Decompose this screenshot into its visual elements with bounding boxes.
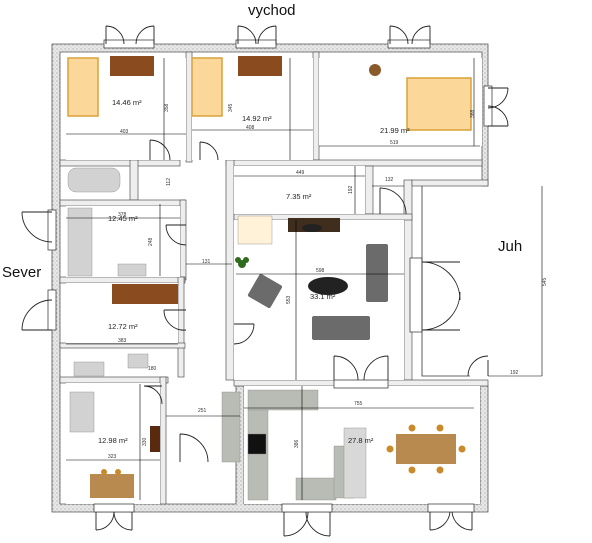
room-area-hall: 7.35 m² xyxy=(286,192,312,201)
room-area-west-room: 12.72 m² xyxy=(108,322,138,331)
dimension-label: 386 xyxy=(294,439,300,448)
dimension-label: 545 xyxy=(542,277,548,286)
room-area-bedroom-1: 14.46 m² xyxy=(112,98,142,107)
dimension-label: 755 xyxy=(354,401,363,407)
room-area-bedroom-2: 14.92 m² xyxy=(242,114,272,123)
dimension-label: 598 xyxy=(316,268,325,274)
bathroom-fixtures xyxy=(67,167,273,433)
dimension-label: 378 xyxy=(118,212,127,218)
dining-chairs xyxy=(101,424,466,475)
dimension-label: 383 xyxy=(118,338,127,344)
dimension-label: 131 xyxy=(202,259,211,265)
room-area-living-room: 33.1 m² xyxy=(310,292,336,301)
dimension-label: 323 xyxy=(108,454,117,460)
dimension-label: 192 xyxy=(510,370,519,376)
dimension-label: 112 xyxy=(166,178,172,186)
dimension-label: 553 xyxy=(286,295,292,304)
beds xyxy=(67,57,472,131)
compass-south-label: Juh xyxy=(498,238,523,255)
dimension-label: 358 xyxy=(164,103,170,112)
furniture xyxy=(90,56,456,498)
kitchen-counters xyxy=(221,389,367,501)
dimension-lines xyxy=(66,58,543,500)
dimension-label: 248 xyxy=(148,237,154,246)
dimension-label: 251 xyxy=(198,408,207,414)
dimension-label: 408 xyxy=(246,125,255,131)
room-area-bedroom-3: 21.99 m² xyxy=(380,126,410,135)
room-area-kitchen: 27.8 m² xyxy=(348,436,374,445)
room-area-bathroom: 12.45 m² xyxy=(108,214,138,223)
dimension-label: 330 xyxy=(142,437,148,446)
terrace-outline xyxy=(421,186,470,377)
dimension-label: 519 xyxy=(390,140,399,146)
plant-icon xyxy=(235,257,249,268)
compass-east-label: vychod xyxy=(248,2,296,19)
sofas xyxy=(247,244,388,340)
dimension-label: 345 xyxy=(228,103,234,112)
dimension-label: 180 xyxy=(148,366,157,372)
dimension-label: 132 xyxy=(385,177,394,183)
dimension-label: 388 xyxy=(470,109,476,118)
room-area-southwest-room: 12.98 m² xyxy=(98,436,128,445)
compass-north-label: Sever xyxy=(2,264,42,281)
dimension-label: 403 xyxy=(120,129,129,135)
dimension-label: 449 xyxy=(296,170,305,176)
dimension-label: 192 xyxy=(348,185,354,194)
